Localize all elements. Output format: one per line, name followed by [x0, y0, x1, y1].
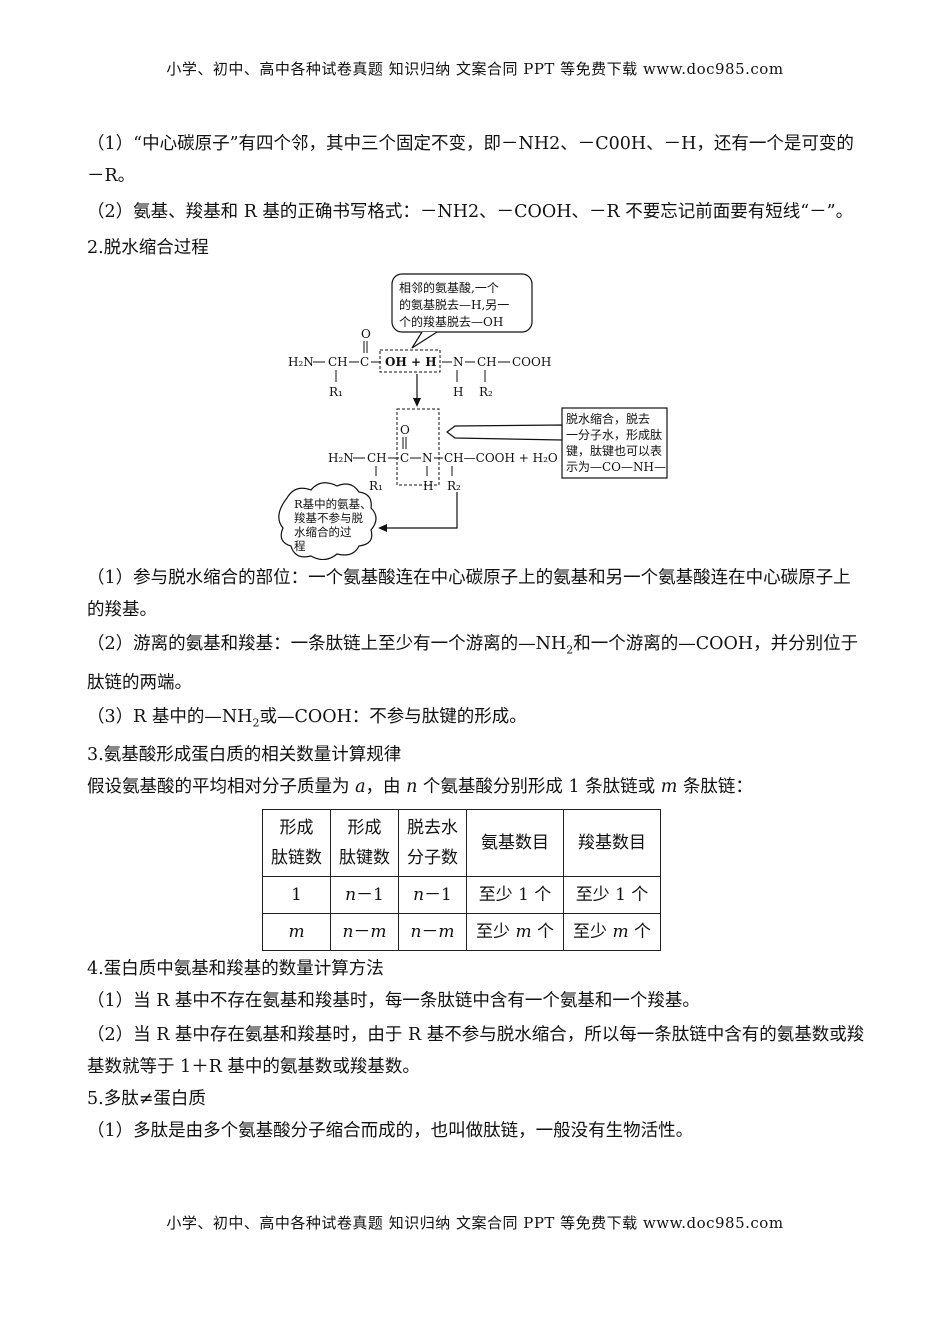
p6-g: 条肽链：	[677, 777, 753, 797]
cloud-callout	[278, 482, 377, 560]
row2-r1: R₁	[369, 479, 383, 493]
header-cell: 形成肽键数	[330, 809, 399, 877]
cloud-line-3: 水缩合的过	[294, 525, 352, 539]
p6-a: 假设氨基酸的平均相对分子质量为	[87, 777, 356, 797]
row1-n: N	[453, 355, 464, 369]
table-cell: n－m	[398, 913, 467, 951]
row1-h2n: H₂N	[288, 355, 314, 369]
table-cell: n－1	[330, 876, 399, 914]
table-row: 1 n－1 n－1 至少 1 个 至少 1 个	[262, 876, 661, 914]
cloud-line-1: R基中的氨基、	[294, 497, 372, 511]
bubble-right-line-1: 脱水缩合，脱去	[566, 411, 650, 426]
p6-e: 个氨基酸分别形成 1 条肽链或	[417, 777, 661, 797]
row1-c: C	[360, 355, 369, 369]
dehydration-condensation-diagram: 相邻的氨基酸,一个 的氨基脱去—H,另一 个的羧基脱去—OH H₂N CH C …	[87, 270, 867, 560]
header-cell: 脱去水分子数	[398, 809, 467, 877]
table-cell: 至少 1 个	[563, 876, 661, 914]
paragraph-6: 假设氨基酸的平均相对分子质量为 a，由 n 个氨基酸分别形成 1 条肽链或 m …	[87, 771, 867, 803]
p6-var-n: n	[406, 777, 418, 797]
bubble-right-line-4: 示为—CO—NH—	[566, 460, 666, 474]
bubble-top-line-1: 相邻的氨基酸,一个	[399, 280, 499, 295]
section-heading-4: 4.蛋白质中氨基和羧基的数量计算方法	[87, 959, 384, 979]
row2-c: C	[400, 451, 409, 465]
calculation-table: 形成肽链数 形成肽键数 脱去水分子数 氨基数目 羧基数目 1 n－1 n－1 至…	[262, 809, 661, 951]
paragraph-5: （3）R 基中的—NH2或—COOH：不参与肽键的形成。	[87, 701, 867, 740]
row1-o: O	[361, 327, 371, 341]
header-cell: 氨基数目	[466, 809, 564, 877]
row2-r2: R₂	[447, 479, 461, 493]
row2-h2n: H₂N	[328, 451, 354, 465]
paragraph-4: （2）游离的氨基和羧基：一条肽链上至少有一个游离的—NH2和一个游离的—COOH…	[87, 628, 867, 699]
p6-c: ，由	[365, 777, 407, 797]
p5-part-c: 或—COOH：不参与肽键的形成。	[259, 706, 527, 727]
table-cell: 至少 m 个	[563, 913, 661, 951]
row2-n: N	[422, 451, 433, 465]
paragraph-1: （1）“中心碳原子”有四个邻，其中三个固定不变，即－NH2、－C00H、－H，还…	[87, 134, 854, 186]
page-header: 小学、初中、高中各种试卷真题 知识归纳 文案合同 PPT 等免费下载 www.d…	[166, 60, 784, 78]
section-heading-3: 3.氨基酸形成蛋白质的相关数量计算规律	[87, 745, 402, 765]
row2-ch: CH	[367, 451, 387, 465]
row1-oh-h: OH + H	[385, 355, 437, 369]
row1-r1: R₁	[329, 385, 343, 399]
row1-cooh: COOH	[512, 355, 551, 369]
p4-part-a: （2）游离的氨基和羧基：一条肽链上至少有一个游离的—NH	[87, 634, 567, 654]
p4-part-c: 和一个游离的—COOH，并分别位于肽链的两端。	[87, 634, 859, 693]
section-heading-5: 5.多肽≠蛋白质	[87, 1089, 206, 1109]
bubble-right-line-2: 一分子水，形成肽	[566, 427, 662, 442]
table-header-row: 形成肽链数 形成肽键数 脱去水分子数 氨基数目 羧基数目	[262, 809, 661, 877]
p6-var-m: m	[660, 777, 678, 797]
cloud-line-4: 程	[294, 539, 306, 553]
p6-var-a: a	[355, 777, 366, 797]
table-row: m n－m n－m 至少 m 个 至少 m 个	[262, 913, 661, 951]
table-cell: 至少 1 个	[466, 876, 564, 914]
table-cell: 至少 m 个	[466, 913, 564, 951]
page-footer: 小学、初中、高中各种试卷真题 知识归纳 文案合同 PPT 等免费下载 www.d…	[166, 1214, 784, 1232]
row1-ch: CH	[328, 355, 348, 369]
p5-part-a: （3）R 基中的—NH	[87, 706, 253, 727]
paragraph-9: （1）多肽是由多个氨基酸分子缩合而成的，也叫做肽链，一般没有生物活性。	[87, 1121, 694, 1141]
row1-h: H	[453, 385, 463, 399]
section-heading-2: 2.脱水缩合过程	[87, 238, 209, 258]
table-cell: 1	[262, 876, 331, 914]
p5-sub: 2	[252, 716, 260, 729]
row2-rest: CH—COOH + H₂O	[444, 451, 558, 465]
table-cell: n－1	[398, 876, 467, 914]
row1-r2: R₂	[479, 385, 493, 399]
header-cell: 羧基数目	[563, 809, 661, 877]
document-body: （1）“中心碳原子”有四个邻，其中三个固定不变，即－NH2、－C00H、－H，还…	[87, 128, 867, 1147]
bubble-top-line-2: 的氨基脱去—H,另一	[399, 297, 509, 312]
bubble-top-line-3: 个的羧基脱去—OH	[399, 314, 503, 329]
row2-o: O	[400, 423, 410, 437]
table-cell: m	[262, 913, 331, 951]
bubble-right-line-3: 键，肽键也可以表	[566, 443, 662, 458]
paragraph-2: （2）氨基、羧基和 R 基的正确书写格式：－NH2、－COOH、－R 不要忘记前…	[87, 202, 854, 222]
row2-h: H	[423, 479, 433, 493]
row1-ch2: CH	[477, 355, 497, 369]
right-bubble	[561, 407, 668, 479]
p4-sub: 2	[566, 643, 574, 657]
oh-h-dashed-box	[379, 349, 441, 373]
cloud-line-2: 羧基不参与脱	[294, 511, 363, 525]
table-cell: n－m	[330, 913, 399, 951]
peptide-bond-dashed-box	[396, 408, 440, 486]
top-bubble	[391, 273, 533, 333]
paragraph-7: （1）当 R 基中不存在氨基和羧基时，每一条肽链中含有一个氨基和一个羧基。	[87, 991, 700, 1011]
paragraph-3: （1）参与脱水缩合的部位：一个氨基酸连在中心碳原子上的氨基和另一个氨基酸连在中心…	[87, 568, 851, 620]
header-cell: 形成肽链数	[262, 809, 331, 877]
paragraph-8: （2）当 R 基中存在氨基和羧基时，由于 R 基不参与脱水缩合，所以每一条肽链中…	[87, 1025, 865, 1077]
